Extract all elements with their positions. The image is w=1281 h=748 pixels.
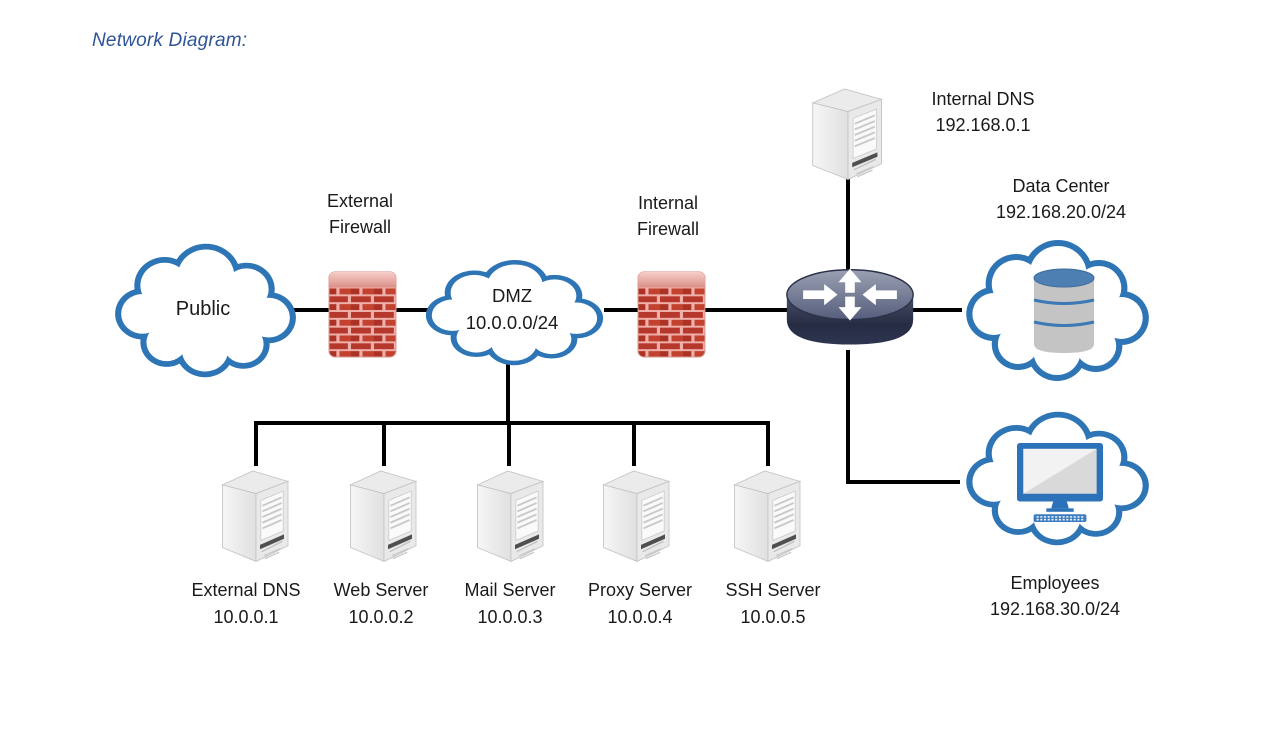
- connector-router-down: [846, 350, 850, 484]
- connector-public-to-external-firewall: [292, 308, 332, 312]
- connector-dmz-bus: [254, 421, 770, 425]
- connector-internal-dns-to-router: [846, 178, 850, 270]
- ssh-server-label: SSH Server 10.0.0.5: [725, 580, 821, 627]
- connector-dmz-trunk: [506, 362, 510, 423]
- proxy-server-tower-icon: [602, 469, 670, 563]
- public-cloud-label: Public: [175, 298, 231, 320]
- connector-drop-web-server: [382, 421, 386, 466]
- connector-internal-firewall-to-router: [702, 308, 794, 312]
- internal-firewall-icon: [637, 271, 706, 358]
- mail-server-label: Mail Server 10.0.0.3: [464, 580, 556, 627]
- dmz-name: DMZ: [491, 285, 533, 306]
- external-dns-tower-icon: [221, 469, 289, 563]
- connector-drop-mail-server: [507, 421, 511, 466]
- internal-firewall-label: Internal Firewall: [636, 193, 699, 239]
- page-title: Network Diagram:: [92, 30, 248, 51]
- dmz-cloud-label: DMZ 10.0.0.0/24: [432, 282, 592, 336]
- connector-drop-external-dns: [254, 421, 258, 466]
- internal-dns-label: Internal DNS 192.168.0.1: [931, 89, 1035, 135]
- data-center-label: Data Center 192.168.20.0/24: [995, 176, 1127, 222]
- ssh-server-tower-icon: [733, 469, 801, 563]
- employees-label: Employees 192.168.30.0/24: [989, 573, 1121, 619]
- connector-external-firewall-to-dmz: [394, 308, 428, 312]
- dmz-subnet: 10.0.0.0/24: [465, 312, 559, 333]
- connector-dmz-to-internal-firewall: [604, 308, 640, 312]
- connector-drop-ssh-server: [766, 421, 770, 466]
- external-dns-label: External DNS 10.0.0.1: [191, 580, 301, 627]
- external-firewall-label: External Firewall: [326, 191, 394, 237]
- mail-server-tower-icon: [476, 469, 544, 563]
- connector-router-to-employees: [846, 480, 960, 484]
- proxy-server-label: Proxy Server 10.0.0.4: [587, 580, 693, 627]
- connector-router-to-data-center: [913, 308, 962, 312]
- web-server-label: Web Server 10.0.0.2: [333, 580, 429, 627]
- database-icon: [1032, 267, 1096, 355]
- connector-drop-proxy-server: [632, 421, 636, 466]
- workstation-icon: [1017, 443, 1103, 523]
- router-icon: [786, 268, 914, 346]
- internal-dns-server-icon: [811, 87, 883, 181]
- web-server-tower-icon: [349, 469, 417, 563]
- external-firewall-icon: [328, 271, 397, 358]
